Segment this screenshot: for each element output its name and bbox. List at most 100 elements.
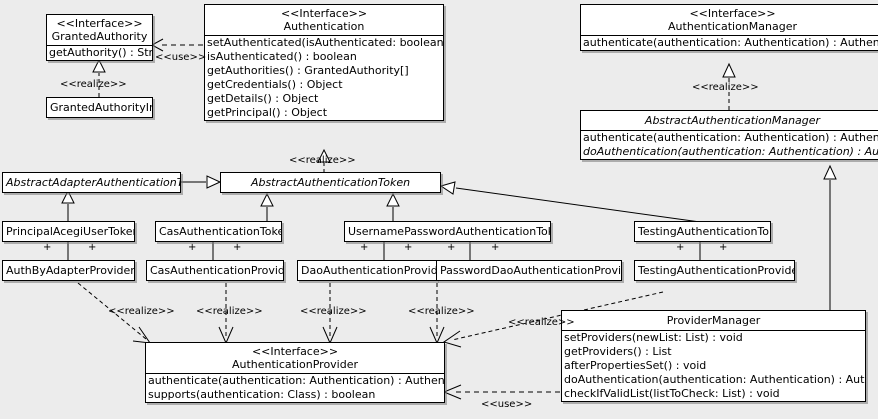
class-testing-authentication-token[interactable]: TestingAuthenticationToken — [634, 221, 771, 242]
association-marker-plus: + — [233, 242, 242, 253]
association-marker-plus: + — [676, 242, 685, 253]
edge-label-realize-passworddaoprovider: <<realize>> — [408, 306, 475, 317]
edge-label-use-providermanager: <<use>> — [481, 399, 533, 410]
class-principal-acegi-user-token[interactable]: PrincipalAcegiUserToken — [2, 221, 135, 242]
edge-generalize-castoken — [260, 192, 274, 221]
stereotype-label: <<Interface>> — [280, 7, 368, 20]
compartment-divider — [581, 35, 878, 36]
class-name: Authentication — [283, 20, 365, 33]
edge-label-realize-casprovider: <<realize>> — [196, 306, 263, 317]
class-cas-authentication-provider[interactable]: CasAuthenticationProvider — [146, 260, 284, 281]
edge-generalize-principalacegitoken — [61, 189, 75, 221]
association-marker-plus: + — [719, 242, 728, 253]
class-name: AuthenticationProvider — [231, 358, 359, 371]
edge-label-realize-authbyadapterprovider: <<realize>> — [108, 306, 175, 317]
operation: doAuthentication(authentication: Authent… — [564, 373, 865, 386]
class-name: TestingAuthenticationToken — [638, 225, 770, 238]
class-name: DaoAuthenticationProvider — [301, 264, 437, 277]
association-marker-plus: + — [447, 242, 456, 253]
class-abstract-authentication-manager[interactable]: AbstractAuthenticationManager authentica… — [580, 110, 878, 160]
edge-label-realize-abstractauthmanager: <<realize>> — [692, 82, 759, 93]
operation-abstract: doAuthentication(authentication: Authent… — [583, 145, 878, 158]
edge-label-realize-abstractauthtoken: <<realize>> — [289, 155, 356, 166]
edge-generalize-providermanager — [823, 164, 837, 310]
class-name: AuthByAdapterProvider — [6, 264, 135, 277]
class-name: ProviderManager — [666, 314, 761, 327]
association-marker-plus: + — [360, 242, 369, 253]
edge-generalize-abstractadaptertoken — [181, 175, 222, 189]
edge-label-realize-testingprovider: <<realize>> — [508, 317, 575, 328]
class-authentication-provider[interactable]: <<Interface>> AuthenticationProvider aut… — [145, 342, 445, 403]
operation: supports(authentication: Class) : boolea… — [148, 388, 376, 401]
compartment-divider — [146, 373, 444, 374]
class-name: PasswordDaoAuthenticationProvider — [440, 264, 622, 277]
compartment-divider — [47, 45, 152, 46]
edge-label-use-authentication-grantedauthority: <<use>> — [155, 52, 207, 63]
operation: getAuthorities() : GrantedAuthority[] — [207, 64, 409, 77]
edge-label-realize-daoprovider: <<realize>> — [300, 306, 367, 317]
operation: setProviders(newList: List) : void — [564, 331, 743, 344]
class-cas-authentication-token[interactable]: CasAuthenticationToken — [155, 221, 282, 242]
stereotype-label: <<Interface>> — [689, 7, 776, 20]
operations-compartment: setProviders(newList: List) : void getPr… — [562, 331, 865, 401]
class-granted-authority-impl[interactable]: GrantedAuthorityImpl — [46, 97, 153, 118]
class-provider-manager[interactable]: ProviderManager setProviders(newList: Li… — [561, 310, 866, 402]
class-header: <<Interface>> AuthenticationProvider — [146, 343, 444, 373]
edge-use-providermanager-authenticationprovider — [442, 384, 560, 400]
association-marker-plus: + — [491, 242, 500, 253]
operation: authenticate(authentication: Authenticat… — [148, 374, 445, 387]
edge-use-authentication-grantedauthority — [150, 38, 203, 52]
class-testing-authentication-provider[interactable]: TestingAuthenticationProvider — [634, 260, 795, 281]
operations-compartment: authenticate(authentication: Authenticat… — [581, 36, 878, 50]
operation: isAuthenticated() : boolean — [207, 50, 357, 63]
class-header: <<Interface>> AuthenticationManager — [581, 5, 878, 35]
compartment-divider — [205, 35, 443, 36]
class-header: AbstractAuthenticationManager — [581, 111, 878, 130]
class-authentication[interactable]: <<Interface>> Authentication setAuthenti… — [204, 4, 444, 121]
association-marker-plus: + — [404, 242, 413, 253]
class-name: GrantedAuthority — [51, 30, 148, 43]
stereotype-label: <<Interface>> — [251, 345, 339, 358]
edge-generalize-testingtoken — [439, 181, 701, 223]
association-marker-plus: + — [88, 242, 97, 253]
class-header: ProviderManager — [562, 311, 865, 330]
class-header: <<Interface>> Authentication — [205, 5, 443, 35]
class-password-dao-authentication-provider[interactable]: PasswordDaoAuthenticationProvider — [436, 260, 622, 281]
edge-label-realize-grantedauthorityimpl: <<realize>> — [60, 79, 127, 90]
class-name: AbstractAuthenticationToken — [250, 176, 411, 189]
class-name: CasAuthenticationToken — [159, 225, 282, 238]
operation: getAuthority() : String — [49, 46, 153, 59]
compartment-divider — [581, 130, 878, 131]
compartment-divider — [562, 330, 865, 331]
operations-compartment: authenticate(authentication: Authenticat… — [146, 374, 444, 402]
class-granted-authority[interactable]: <<Interface>> GrantedAuthority getAuthor… — [46, 14, 153, 61]
operations-compartment: getAuthority() : String — [47, 46, 152, 60]
class-abstract-authentication-token[interactable]: AbstractAuthenticationToken — [220, 172, 441, 193]
operation: setAuthenticated(isAuthenticated: boolea… — [207, 36, 444, 49]
stereotype-label: <<Interface>> — [56, 17, 143, 30]
class-username-password-authentication-token[interactable]: UsernamePasswordAuthenticationToken — [344, 221, 551, 242]
association-marker-plus: + — [43, 242, 52, 253]
class-name: UsernamePasswordAuthenticationToken — [348, 225, 551, 238]
association-marker-plus: + — [188, 242, 197, 253]
class-name: CasAuthenticationProvider — [150, 264, 284, 277]
operation: authenticate(authentication: Authenticat… — [583, 36, 878, 49]
edge-generalize-usernamepasswordtoken — [386, 192, 400, 221]
class-name: AuthenticationManager — [668, 20, 797, 33]
class-name: AbstractAuthenticationManager — [644, 114, 821, 127]
operation: getPrincipal() : Object — [207, 106, 328, 119]
class-header: <<Interface>> GrantedAuthority — [47, 15, 152, 45]
class-abstract-adapter-authentication-token[interactable]: AbstractAdapterAuthenticationToken — [2, 172, 181, 193]
class-auth-by-adapter-provider[interactable]: AuthByAdapterProvider — [2, 260, 135, 281]
class-dao-authentication-provider[interactable]: DaoAuthenticationProvider — [297, 260, 437, 281]
operation: getCredentials() : Object — [207, 78, 343, 91]
operations-compartment: setAuthenticated(isAuthenticated: boolea… — [205, 36, 443, 120]
operation: authenticate(authentication: Authenticat… — [583, 131, 878, 144]
operation: getDetails() : Object — [207, 92, 319, 105]
class-authentication-manager[interactable]: <<Interface>> AuthenticationManager auth… — [580, 4, 878, 51]
class-name: TestingAuthenticationProvider — [638, 264, 795, 277]
operation: afterPropertiesSet() : void — [564, 359, 707, 372]
class-name: AbstractAdapterAuthenticationToken — [6, 176, 180, 189]
class-name: GrantedAuthorityImpl — [50, 101, 152, 114]
